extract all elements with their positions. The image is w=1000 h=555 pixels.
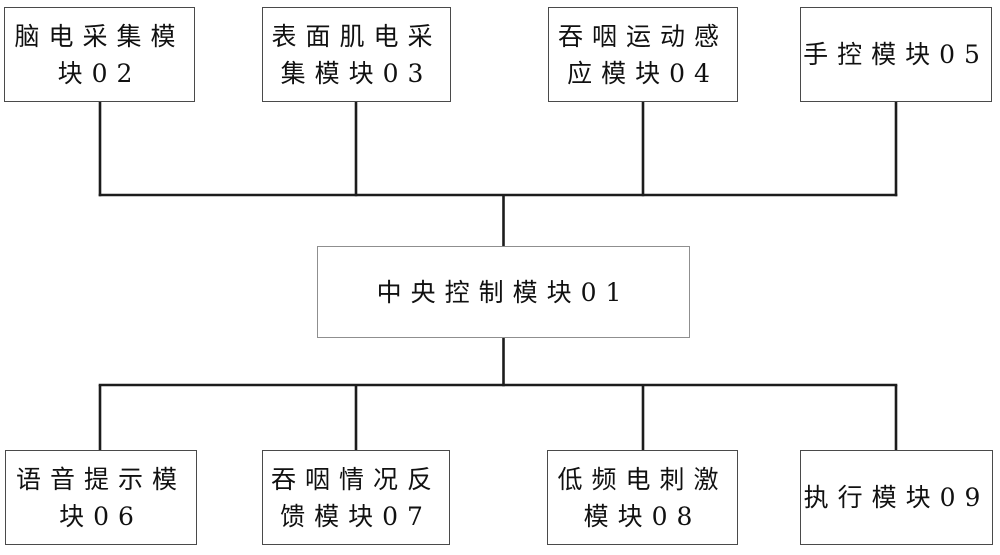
module-box-01-central-control: 中央控制模块01 bbox=[317, 246, 690, 338]
module-label-line: 应模块04 bbox=[567, 58, 719, 88]
module-label-line: 集模块03 bbox=[280, 58, 433, 88]
module-box-09-execution: 执行模块09 bbox=[800, 450, 993, 545]
module-box-04-swallow-motion-sensing: 吞咽运动感 应模块04 bbox=[548, 7, 738, 102]
module-label-line: 馈模块07 bbox=[280, 501, 432, 531]
module-label-line: 低频电刺激 bbox=[557, 464, 728, 494]
module-box-08-low-frequency-stimulation: 低频电刺激 模块08 bbox=[547, 450, 738, 545]
module-label-line: 手控模块05 bbox=[803, 40, 989, 69]
module-label-line: 吞咽运动感 bbox=[557, 21, 728, 51]
module-label-line: 块02 bbox=[57, 58, 142, 88]
module-box-02-eeg-acquisition: 脑电采集模 块02 bbox=[4, 7, 195, 102]
module-label-line: 语音提示模 bbox=[15, 464, 186, 494]
module-label-line: 中央控制模块01 bbox=[376, 277, 631, 307]
module-box-07-swallow-status-feedback: 吞咽情况反 馈模块07 bbox=[262, 450, 450, 545]
module-label-line: 模块08 bbox=[583, 501, 702, 531]
module-box-03-surface-emg-acquisition: 表面肌电采 集模块03 bbox=[262, 7, 451, 102]
module-label-line: 吞咽情况反 bbox=[270, 464, 441, 494]
module-label-line: 脑电采集模 bbox=[14, 21, 185, 51]
module-box-05-manual-control: 手控模块05 bbox=[800, 7, 992, 102]
module-label-line: 块06 bbox=[59, 501, 143, 531]
module-box-06-voice-prompt: 语音提示模 块06 bbox=[5, 450, 197, 545]
module-label-line: 表面肌电采 bbox=[271, 21, 442, 51]
module-label-line: 执行模块09 bbox=[803, 483, 990, 512]
